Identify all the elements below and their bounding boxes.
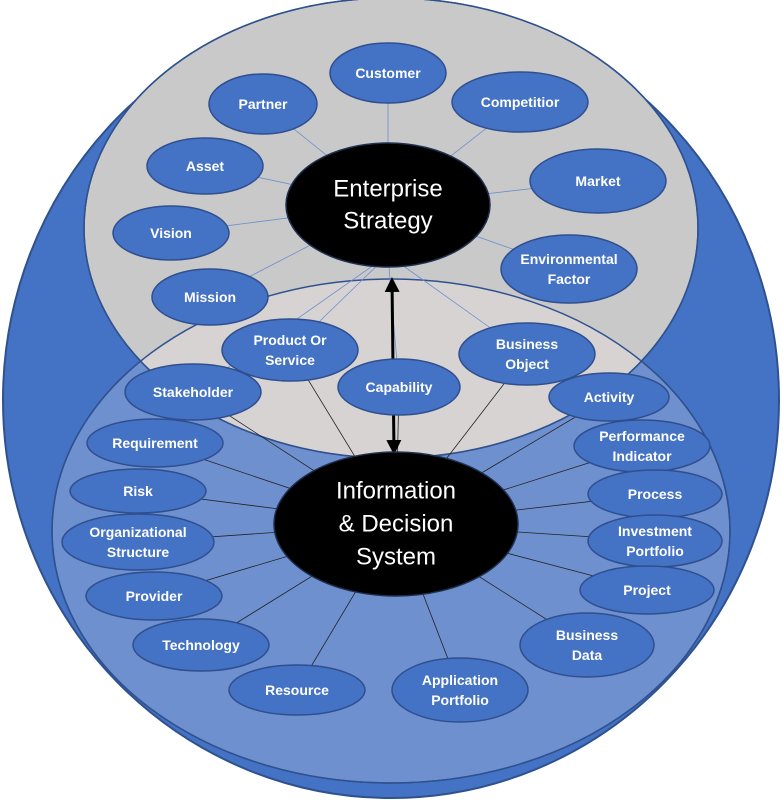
node-asset: Asset bbox=[146, 137, 264, 195]
hub-strategy-label: Strategy bbox=[343, 208, 432, 235]
node-resource-shape bbox=[228, 664, 366, 716]
node-market: Market bbox=[529, 148, 667, 214]
node-product-or-service-label: Product Or bbox=[253, 332, 327, 348]
node-provider: Provider bbox=[85, 571, 223, 621]
node-stakeholder: Stakeholder bbox=[124, 363, 262, 421]
hub-strategy-label: Enterprise bbox=[333, 176, 442, 203]
node-performance-indicator-label: Indicator bbox=[612, 448, 672, 464]
node-capability: Capability bbox=[337, 358, 461, 416]
node-partner: Partner bbox=[208, 73, 318, 135]
hub-system-label: Information bbox=[336, 478, 456, 505]
node-competitor-shape bbox=[451, 71, 589, 133]
node-product-or-service: Product Or Service bbox=[221, 318, 359, 382]
node-customer-shape bbox=[329, 42, 447, 104]
hub-strategy-shape bbox=[285, 142, 491, 268]
node-requirement: Requirement bbox=[86, 418, 224, 468]
hub-system-label: & Decision bbox=[339, 511, 454, 538]
node-activity-label: Activity bbox=[584, 389, 635, 405]
hub-system-label: System bbox=[356, 544, 436, 571]
hub-system-shape bbox=[273, 451, 519, 597]
node-vision: Vision bbox=[112, 205, 230, 261]
node-environmental-factor-shape bbox=[500, 234, 638, 304]
node-project-label: Project bbox=[623, 582, 671, 598]
node-activity: Activity bbox=[548, 372, 670, 422]
node-business-object-label: Object bbox=[505, 356, 549, 372]
node-application-portfolio-label: Portfolio bbox=[431, 692, 489, 708]
node-application-portfolio-shape bbox=[391, 657, 529, 723]
node-business-data-shape bbox=[519, 612, 655, 678]
node-business-object-shape bbox=[458, 322, 596, 386]
node-organizational-structure-label: Structure bbox=[107, 544, 169, 560]
node-organizational-structure-label: Organizational bbox=[89, 524, 186, 540]
node-performance-indicator-label: Performance bbox=[599, 428, 685, 444]
node-investment-portfolio-label: Investment bbox=[618, 523, 692, 539]
node-asset-label: Asset bbox=[186, 158, 224, 174]
node-business-object-label: Business bbox=[496, 336, 558, 352]
node-stakeholder-label: Stakeholder bbox=[153, 384, 234, 400]
node-project: Project bbox=[579, 565, 715, 615]
node-mission-label: Mission bbox=[184, 289, 236, 305]
node-process-label: Process bbox=[628, 486, 683, 502]
node-capability-shape bbox=[337, 358, 461, 416]
node-project-shape bbox=[579, 565, 715, 615]
node-market-shape bbox=[529, 148, 667, 214]
node-resource: Resource bbox=[228, 664, 366, 716]
node-customer-label: Customer bbox=[355, 65, 421, 81]
node-investment-portfolio-label: Portfolio bbox=[626, 543, 684, 559]
node-requirement-label: Requirement bbox=[112, 435, 198, 451]
node-process: Process bbox=[587, 469, 723, 519]
node-environmental-factor-label: Environmental bbox=[520, 251, 617, 267]
node-market-label: Market bbox=[575, 173, 620, 189]
node-risk: Risk bbox=[69, 468, 207, 514]
node-competitor-label: Competitior bbox=[481, 94, 560, 110]
node-vision-shape bbox=[112, 205, 230, 261]
node-competitor: Competitior bbox=[451, 71, 589, 133]
node-business-data-label: Business bbox=[556, 627, 618, 643]
node-mission-shape bbox=[151, 268, 269, 326]
node-requirement-shape bbox=[86, 418, 224, 468]
node-organizational-structure-shape bbox=[61, 513, 215, 571]
node-risk-label: Risk bbox=[123, 483, 153, 499]
node-technology-shape bbox=[132, 618, 270, 672]
node-application-portfolio-label: Application bbox=[422, 672, 498, 688]
node-stakeholder-shape bbox=[124, 363, 262, 421]
node-customer: Customer bbox=[329, 42, 447, 104]
node-business-data-label: Data bbox=[572, 647, 603, 663]
node-provider-shape bbox=[85, 571, 223, 621]
node-partner-shape bbox=[208, 73, 318, 135]
node-mission: Mission bbox=[151, 268, 269, 326]
node-product-or-service-shape bbox=[221, 318, 359, 382]
node-environmental-factor-label: Factor bbox=[548, 271, 591, 287]
node-provider-label: Provider bbox=[126, 588, 183, 604]
node-technology: Technology bbox=[132, 618, 270, 672]
node-partner-label: Partner bbox=[238, 96, 288, 112]
node-product-or-service-label: Service bbox=[265, 352, 315, 368]
node-vision-label: Vision bbox=[150, 225, 192, 241]
node-asset-shape bbox=[146, 137, 264, 195]
node-activity-shape bbox=[548, 372, 670, 422]
node-resource-label: Resource bbox=[265, 682, 329, 698]
node-capability-label: Capability bbox=[366, 379, 433, 395]
node-risk-shape bbox=[69, 468, 207, 514]
node-technology-label: Technology bbox=[162, 637, 240, 653]
